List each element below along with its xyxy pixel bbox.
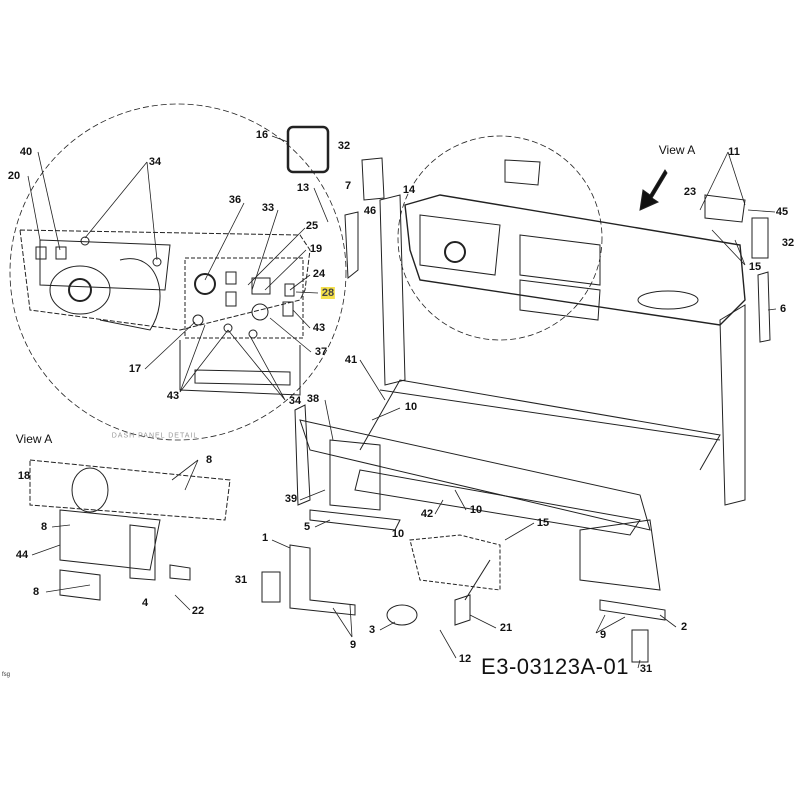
callout-45: 45 bbox=[775, 206, 789, 218]
callout-43: 43 bbox=[312, 322, 326, 334]
callout-34: 34 bbox=[148, 156, 162, 168]
callout-33: 33 bbox=[261, 202, 275, 214]
callout-24: 24 bbox=[312, 268, 326, 280]
frame bbox=[294, 194, 746, 591]
corner-mark: fsg bbox=[2, 672, 11, 678]
callout-41: 41 bbox=[344, 354, 358, 366]
callout-32: 32 bbox=[781, 237, 795, 249]
callout-42: 42 bbox=[420, 508, 434, 520]
callout-43: 43 bbox=[166, 390, 180, 402]
callout-12: 12 bbox=[458, 653, 472, 665]
dashboard bbox=[404, 159, 771, 343]
callout-20: 20 bbox=[7, 170, 21, 182]
callout-10: 10 bbox=[391, 528, 405, 540]
view-a-label: View A bbox=[658, 143, 696, 157]
callout-31: 31 bbox=[234, 574, 248, 586]
callout-15: 15 bbox=[536, 517, 550, 529]
inset-title: View A bbox=[15, 432, 53, 446]
lower-parts bbox=[261, 534, 666, 663]
callout-8: 8 bbox=[40, 521, 48, 533]
callout-9: 9 bbox=[349, 639, 357, 651]
callout-5: 5 bbox=[303, 521, 311, 533]
callout-32: 32 bbox=[337, 140, 351, 152]
callout-31: 31 bbox=[639, 663, 653, 675]
callout-16: 16 bbox=[255, 129, 269, 141]
view-a-arrow bbox=[639, 169, 668, 211]
callout-21: 21 bbox=[499, 622, 513, 634]
callout-15: 15 bbox=[748, 261, 762, 273]
callout-39: 39 bbox=[284, 493, 298, 505]
callout-40: 40 bbox=[19, 146, 33, 158]
callout-38: 38 bbox=[306, 393, 320, 405]
drawing-code: E3-03123A-01 bbox=[481, 654, 629, 679]
callout-44: 44 bbox=[15, 549, 29, 561]
callout-28-highlighted[interactable]: 28 bbox=[320, 287, 336, 299]
callout-8: 8 bbox=[205, 454, 213, 466]
dash-panel-detail bbox=[19, 229, 311, 396]
callout-22: 22 bbox=[191, 605, 205, 617]
callout-11: 11 bbox=[728, 146, 740, 158]
callout-10: 10 bbox=[404, 401, 418, 413]
callout-46: 46 bbox=[363, 205, 377, 217]
callout-9: 9 bbox=[599, 629, 607, 641]
view-a-inset bbox=[29, 459, 231, 601]
callout-10: 10 bbox=[469, 504, 483, 516]
callout-2: 2 bbox=[680, 621, 688, 633]
callout-3: 3 bbox=[368, 624, 376, 636]
callout-8: 8 bbox=[32, 586, 40, 598]
callout-19: 19 bbox=[309, 243, 323, 255]
detail-circle bbox=[9, 103, 347, 441]
callout-4: 4 bbox=[141, 597, 149, 609]
callout-34: 34 bbox=[288, 395, 302, 407]
callout-13: 13 bbox=[296, 182, 310, 194]
callout-1: 1 bbox=[261, 532, 269, 544]
part-16 bbox=[286, 125, 330, 174]
callout-17: 17 bbox=[128, 363, 142, 375]
right-detail-circle bbox=[397, 135, 603, 341]
callout-18: 18 bbox=[17, 470, 31, 482]
callout-7: 7 bbox=[344, 180, 352, 192]
callout-36: 36 bbox=[228, 194, 242, 206]
callout-14: 14 bbox=[402, 184, 416, 196]
callout-37: 37 bbox=[314, 346, 328, 358]
inset-caption: DASH PANEL DETAIL bbox=[111, 432, 199, 440]
callout-23: 23 bbox=[683, 186, 697, 198]
callout-25: 25 bbox=[305, 220, 319, 232]
callout-6: 6 bbox=[779, 303, 787, 315]
